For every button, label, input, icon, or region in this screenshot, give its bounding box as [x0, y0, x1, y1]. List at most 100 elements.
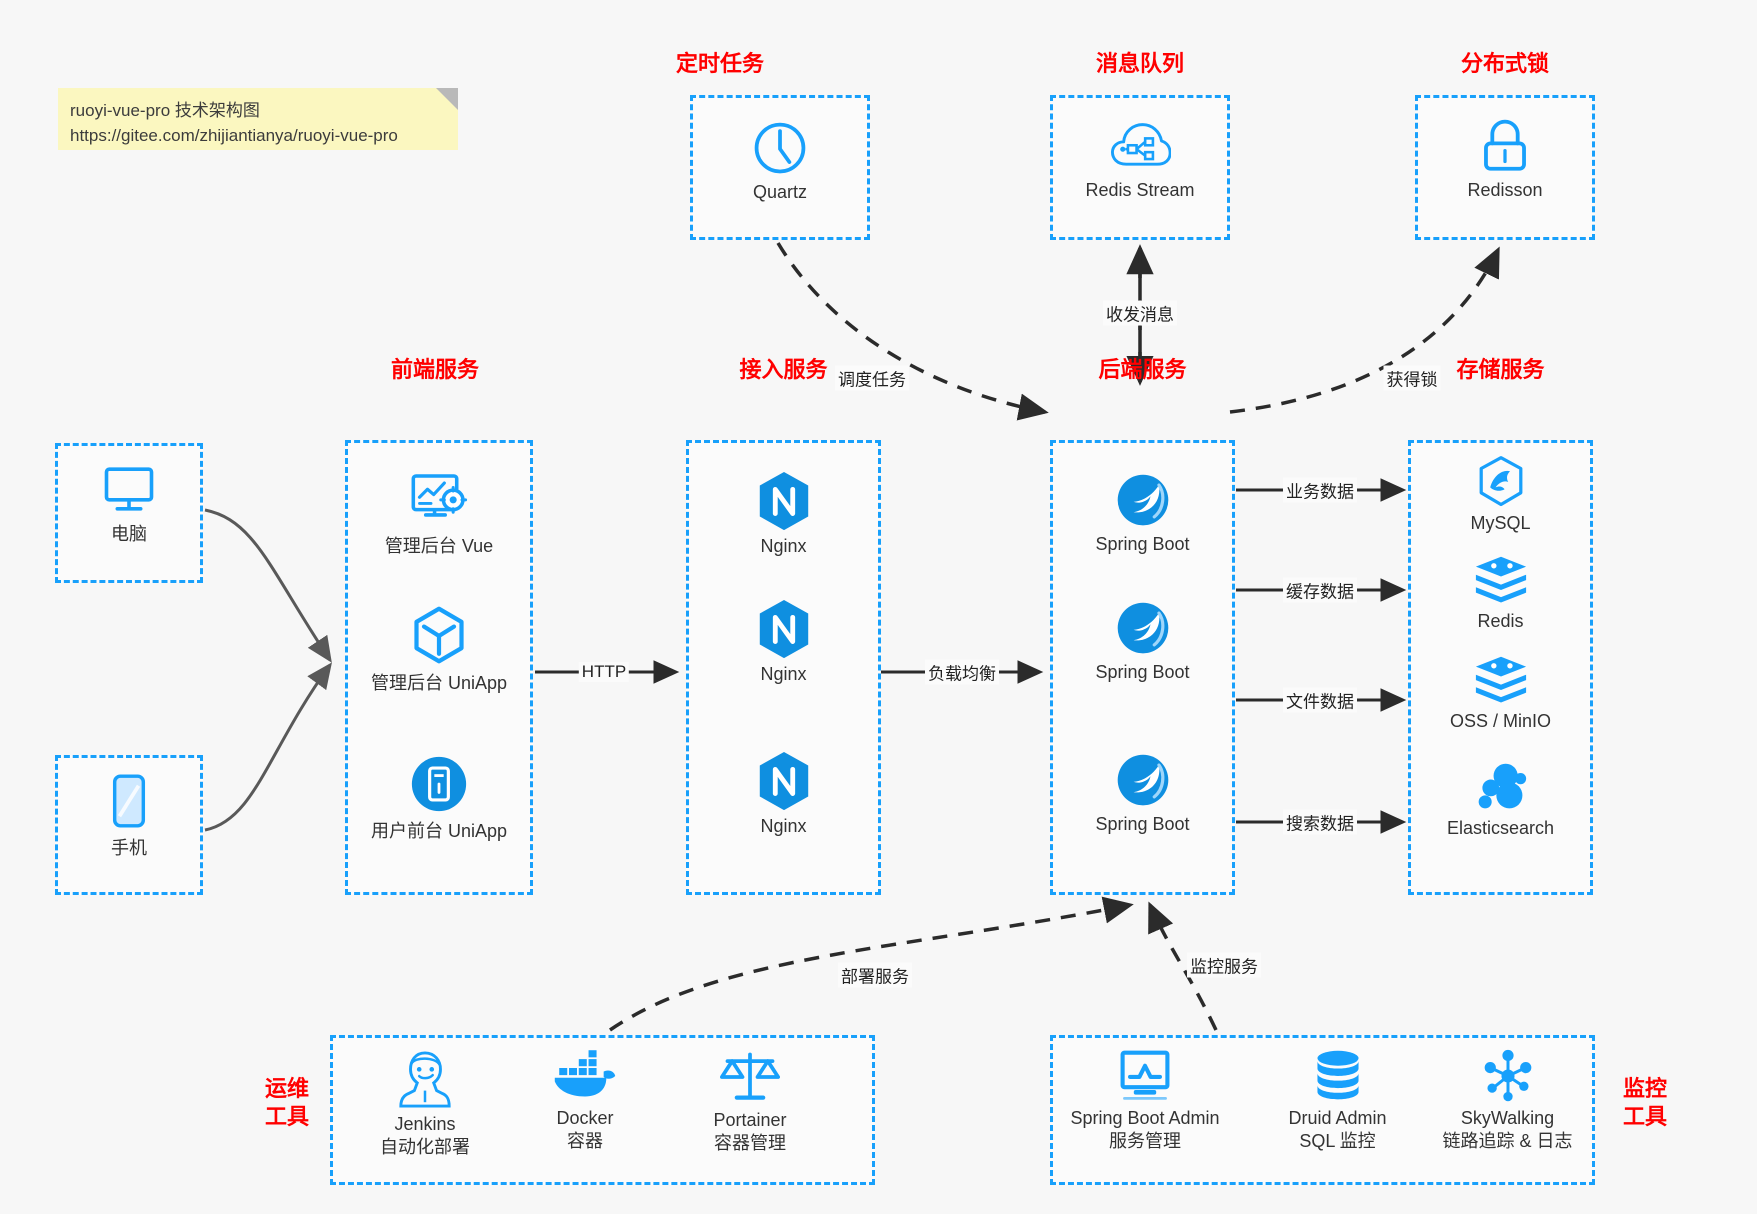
node-elasticsearch[interactable]: Elasticsearch — [1408, 760, 1593, 839]
edge-label-deploy: 部署服务 — [838, 962, 912, 988]
node-nginx-3[interactable]: Nginx — [686, 750, 881, 837]
node-label: Nginx — [760, 816, 807, 836]
edge-label-filedata: 文件数据 — [1283, 687, 1357, 713]
mobile-icon — [112, 774, 146, 828]
note-fold-corner — [436, 88, 458, 110]
edge-label-monitor: 监控服务 — [1187, 952, 1261, 978]
group-box-scheduler — [690, 95, 870, 240]
desktop-icon — [104, 467, 154, 511]
group-title-frontend: 前端服务 — [390, 357, 479, 382]
node-label: 电脑 — [111, 524, 147, 544]
group-title-monitor-line2: 工具 — [1622, 1104, 1667, 1129]
node-sublabel: 服务管理 — [1109, 1131, 1181, 1151]
node-redisson[interactable]: Redisson — [1415, 118, 1595, 201]
edge-label-http: HTTP — [578, 662, 630, 682]
node-druid-admin[interactable]: Druid Admin SQL 监控 — [1250, 1048, 1425, 1154]
node-mobile[interactable]: 手机 — [55, 772, 203, 860]
node-redis-stream[interactable]: Redis Stream — [1050, 118, 1230, 201]
nginx-icon — [759, 471, 808, 531]
node-nginx-1[interactable]: Nginx — [686, 470, 881, 557]
node-portainer[interactable]: Portainer 容器管理 — [660, 1048, 840, 1156]
group-title-monitor-line1: 监控 — [1622, 1076, 1667, 1101]
node-label: Docker — [556, 1108, 614, 1128]
lock-icon — [1484, 119, 1526, 171]
node-redis[interactable]: Redis — [1408, 555, 1593, 632]
cube-icon — [414, 606, 464, 664]
jenkins-icon — [399, 1051, 451, 1108]
node-sublabel: 链路追踪 & 日志 — [1442, 1131, 1573, 1151]
node-sublabel: 容器管理 — [714, 1133, 786, 1153]
node-admin-uniapp[interactable]: 管理后台 UniApp — [345, 605, 533, 695]
node-spring-boot-2[interactable]: Spring Boot — [1050, 598, 1235, 683]
group-title-ops-line1: 运维 — [264, 1076, 309, 1101]
edge-label-message: 收发消息 — [1103, 300, 1177, 326]
group-title-ops-line2: 工具 — [264, 1104, 309, 1129]
group-title-lock: 分布式锁 — [1460, 51, 1549, 76]
node-label: 手机 — [111, 838, 147, 858]
node-sublabel: SQL 监控 — [1299, 1131, 1376, 1151]
node-mysql[interactable]: MySQL — [1408, 455, 1593, 534]
database-icon — [1316, 1050, 1359, 1100]
group-title-mq: 消息队列 — [1095, 51, 1184, 76]
node-label: Spring Boot — [1095, 534, 1190, 554]
spring-icon — [1117, 602, 1168, 654]
node-label: Spring Boot Admin — [1070, 1108, 1220, 1128]
node-desktop[interactable]: 电脑 — [55, 462, 203, 546]
scales-icon — [720, 1052, 780, 1100]
spring-icon — [1117, 754, 1168, 806]
edge-label-cachedata: 缓存数据 — [1283, 577, 1357, 603]
group-title-scheduler: 定时任务 — [675, 51, 764, 76]
group-box-mq — [1050, 95, 1230, 240]
group-title-ops: 运维 工具 — [252, 1075, 322, 1131]
docker-icon — [554, 1050, 616, 1097]
node-spring-boot-1[interactable]: Spring Boot — [1050, 470, 1235, 555]
node-sublabel: 自动化部署 — [380, 1137, 470, 1157]
elasticsearch-icon — [1478, 763, 1526, 809]
group-title-storage: 存储服务 — [1456, 357, 1545, 382]
node-spring-boot-3[interactable]: Spring Boot — [1050, 750, 1235, 835]
node-label: 管理后台 UniApp — [370, 673, 508, 693]
oss-icon — [1475, 656, 1526, 703]
node-label: Druid Admin — [1288, 1108, 1387, 1128]
node-admin-vue[interactable]: 管理后台 Vue — [345, 470, 533, 558]
skywalking-icon — [1484, 1049, 1531, 1102]
group-title-backend: 后端服务 — [1098, 357, 1187, 382]
cloud-stream-icon — [1110, 123, 1171, 166]
node-spring-boot-admin[interactable]: Spring Boot Admin 服务管理 — [1040, 1048, 1250, 1154]
edge-label-schedule: 调度任务 — [835, 365, 909, 391]
edge-label-loadbalance: 负载均衡 — [925, 659, 999, 685]
redis-icon — [1475, 556, 1526, 603]
node-label: Redis — [1477, 611, 1524, 631]
node-label: Quartz — [752, 182, 808, 202]
node-quartz[interactable]: Quartz — [690, 118, 870, 203]
node-label: 用户前台 UniApp — [370, 821, 508, 841]
edge-label-getlock: 获得锁 — [1383, 365, 1441, 391]
group-box-client-desktop — [55, 443, 203, 583]
mysql-icon — [1479, 456, 1522, 507]
node-label: Elasticsearch — [1446, 818, 1555, 838]
node-label: Redisson — [1467, 180, 1543, 200]
sticky-note: ruoyi-vue-pro 技术架构图 https://gitee.com/zh… — [58, 88, 458, 150]
node-label: MySQL — [1470, 513, 1531, 533]
node-nginx-2[interactable]: Nginx — [686, 598, 881, 685]
edge-label-bizdata: 业务数据 — [1283, 477, 1357, 503]
node-label: SkyWalking — [1460, 1108, 1555, 1128]
node-jenkins[interactable]: Jenkins 自动化部署 — [340, 1048, 510, 1160]
node-oss-minio[interactable]: OSS / MinIO — [1408, 655, 1593, 732]
group-title-gateway: 接入服务 — [739, 357, 828, 382]
dashboard-gear-icon — [411, 474, 468, 517]
node-label: Nginx — [760, 664, 807, 684]
node-label: Jenkins — [394, 1114, 456, 1134]
node-user-uniapp[interactable]: 用户前台 UniApp — [345, 755, 533, 843]
node-docker[interactable]: Docker 容器 — [500, 1048, 670, 1154]
app-window-icon — [411, 756, 467, 812]
node-skywalking[interactable]: SkyWalking 链路追踪 & 日志 — [1410, 1048, 1605, 1154]
clock-icon — [754, 122, 806, 174]
node-sublabel: 容器 — [567, 1131, 603, 1151]
group-title-monitor: 监控 工具 — [1610, 1075, 1680, 1131]
node-label: 管理后台 Vue — [384, 536, 494, 556]
node-label: Nginx — [760, 536, 807, 556]
nginx-icon — [759, 599, 808, 659]
edge-label-searchdata: 搜索数据 — [1283, 809, 1357, 835]
